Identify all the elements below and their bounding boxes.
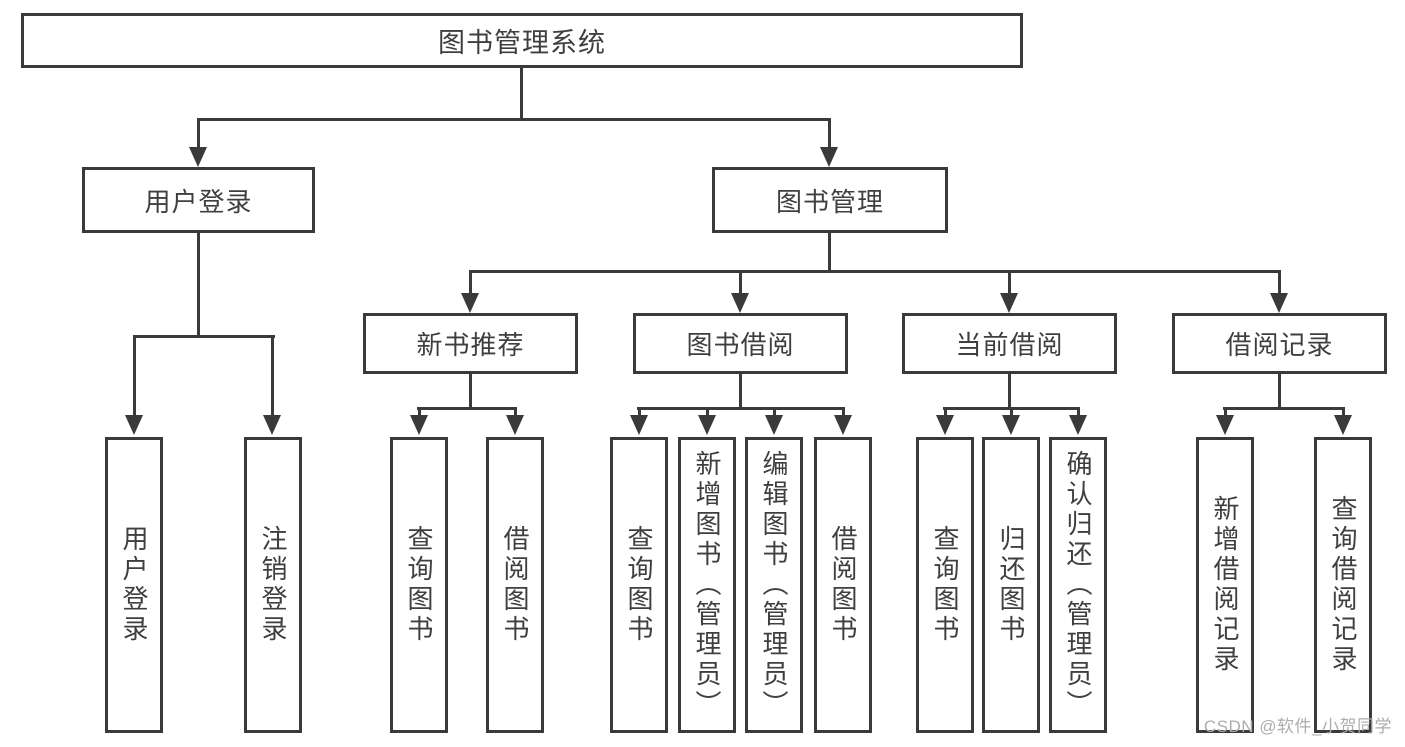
connector-level2-distributor <box>469 270 1281 273</box>
connector-book-management-stem <box>828 233 831 270</box>
arrow-down-icon <box>1216 407 1235 435</box>
arrow-down-icon <box>698 407 717 435</box>
node-borrowing-records: 借阅记录 <box>1172 313 1387 374</box>
arrow-down-icon <box>731 270 750 313</box>
arrow-down-icon <box>936 407 955 435</box>
connector-distributor <box>637 407 845 410</box>
node-user-login: 用户登录 <box>82 167 315 233</box>
connector-level1-distributor <box>197 118 831 121</box>
leaf-query-books: 查询图书 <box>610 437 668 733</box>
arrow-down-icon <box>1002 407 1021 435</box>
arrow-down-icon <box>125 335 144 435</box>
arrow-down-icon <box>263 335 282 435</box>
arrow-down-icon <box>1000 270 1019 313</box>
arrow-down-icon <box>189 118 208 167</box>
connector-stem <box>1278 374 1281 407</box>
arrow-down-icon <box>1069 407 1088 435</box>
arrow-down-icon <box>765 407 784 435</box>
leaf-query-books: 查询图书 <box>390 437 448 733</box>
leaf-borrow-books: 借阅图书 <box>814 437 872 733</box>
leaf-query-borrow-record: 查询借阅记录 <box>1314 437 1372 733</box>
connector-user-login-distributor <box>133 335 275 338</box>
connector-user-login-stem <box>197 233 200 335</box>
leaf-borrow-books: 借阅图书 <box>486 437 544 733</box>
arrow-down-icon <box>1334 407 1353 435</box>
connector-distributor <box>1223 407 1345 410</box>
arrow-down-icon <box>410 407 429 435</box>
arrow-down-icon <box>1270 270 1289 313</box>
arrow-down-icon <box>630 407 649 435</box>
node-book-borrowing: 图书借阅 <box>633 313 848 374</box>
leaf-query-books: 查询图书 <box>916 437 974 733</box>
connector-stem <box>469 374 472 407</box>
leaf-add-borrow-record: 新增借阅记录 <box>1196 437 1254 733</box>
watermark: CSDN @软件_小贺同学 <box>1203 717 1392 736</box>
leaf-add-book-admin: 新增图书（管理员） <box>678 437 736 733</box>
node-library-management-system: 图书管理系统 <box>21 13 1023 68</box>
arrow-down-icon <box>506 407 525 435</box>
node-new-book-recommendation: 新书推荐 <box>363 313 578 374</box>
connector-stem <box>1008 374 1011 407</box>
arrow-down-icon <box>461 270 480 313</box>
leaf-confirm-return-admin: 确认归还（管理员） <box>1049 437 1107 733</box>
arrow-down-icon <box>820 118 839 167</box>
arrow-down-icon <box>834 407 853 435</box>
leaf-return-books: 归还图书 <box>982 437 1040 733</box>
node-current-borrowing: 当前借阅 <box>902 313 1117 374</box>
node-book-management: 图书管理 <box>712 167 948 233</box>
leaf-edit-book-admin: 编辑图书（管理员） <box>745 437 803 733</box>
leaf-logout-login: 注销登录 <box>244 437 302 733</box>
connector-root-stem <box>520 68 523 118</box>
leaf-user-login: 用户登录 <box>105 437 163 733</box>
connector-stem <box>739 374 742 407</box>
connector-distributor <box>417 407 517 410</box>
